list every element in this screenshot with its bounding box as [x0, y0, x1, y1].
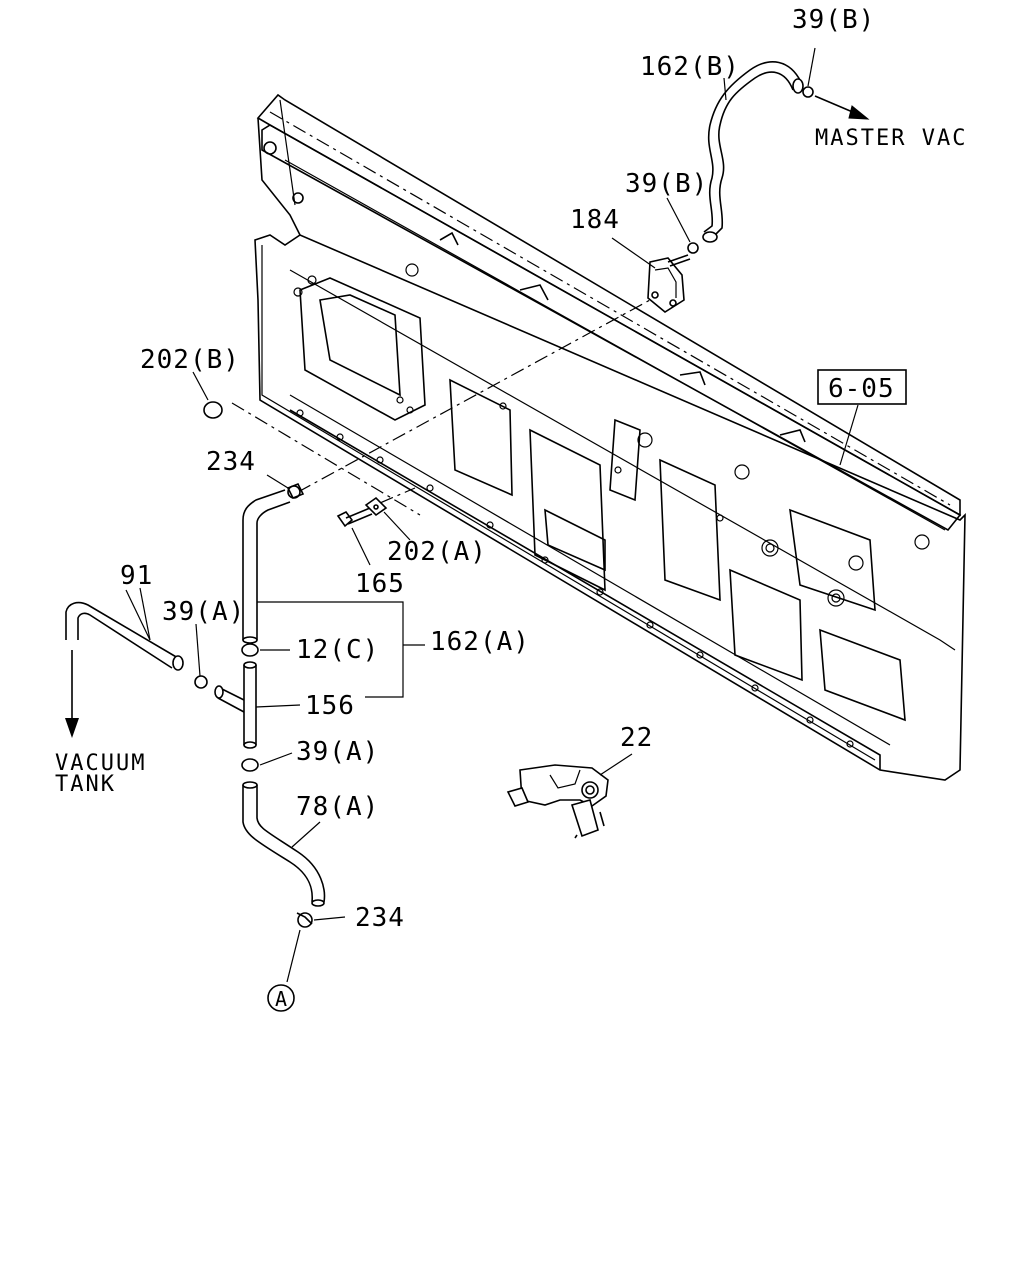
hose-78a: [242, 781, 326, 907]
label-162a: 162(A): [430, 627, 530, 657]
label-234-bot: 234: [355, 903, 405, 933]
plate-202a: [364, 496, 411, 541]
clamp-234-top: [266, 474, 305, 500]
reference-a-label: A: [275, 987, 287, 1011]
hose-162a: [242, 489, 291, 644]
label-156: 156: [305, 691, 355, 721]
label-91: 91: [120, 561, 153, 591]
label-39b-mid: 39(B): [625, 169, 708, 199]
tee-156: [214, 661, 301, 749]
label-165: 165: [355, 569, 405, 599]
hose-162b: [702, 61, 804, 243]
hose-91: [65, 587, 184, 671]
label-12c: 12(C): [296, 635, 379, 665]
label-vacuum: VACUUM: [55, 751, 146, 776]
bolt-165: [336, 507, 373, 566]
label-162b: 162(B): [640, 52, 740, 82]
bracket-22: [506, 753, 633, 839]
clamp-39a-bot: [241, 752, 293, 772]
grommet-202b: [192, 371, 223, 419]
label-202a: 202(A): [387, 537, 487, 567]
routing-lines: [231, 299, 651, 516]
label-22: 22: [620, 723, 653, 753]
label-78a: 78(A): [296, 792, 379, 822]
reference-a: A: [267, 984, 295, 1012]
label-39b-top: 39(B): [792, 5, 875, 35]
reference-box-6-05: [817, 369, 907, 466]
labels: 39(B) 162(B) MASTER VAC 39(B) 184 202(B)…: [55, 5, 967, 933]
clamp-39b-top: [802, 47, 816, 98]
label-202b: 202(B): [140, 345, 240, 375]
clamp-39b-mid: [666, 197, 699, 254]
label-6-05: 6-05: [828, 374, 895, 404]
label-master-vac: MASTER VAC: [815, 126, 967, 151]
clamp-12c: [241, 643, 290, 657]
label-39a-top: 39(A): [162, 597, 245, 627]
label-184: 184: [570, 205, 620, 235]
label-39a-bot: 39(A): [296, 737, 379, 767]
label-tank: TANK: [55, 772, 116, 797]
clamp-234-bot: [286, 912, 346, 983]
vacuum-tank-arrow: [65, 650, 79, 738]
label-234-top: 234: [206, 447, 256, 477]
leader-lines: [125, 77, 727, 698]
fitting-184: [611, 237, 691, 313]
core-support-panel: [254, 93, 966, 781]
clamp-39a-top: [194, 623, 208, 689]
master-vac-arrow: [814, 95, 870, 120]
